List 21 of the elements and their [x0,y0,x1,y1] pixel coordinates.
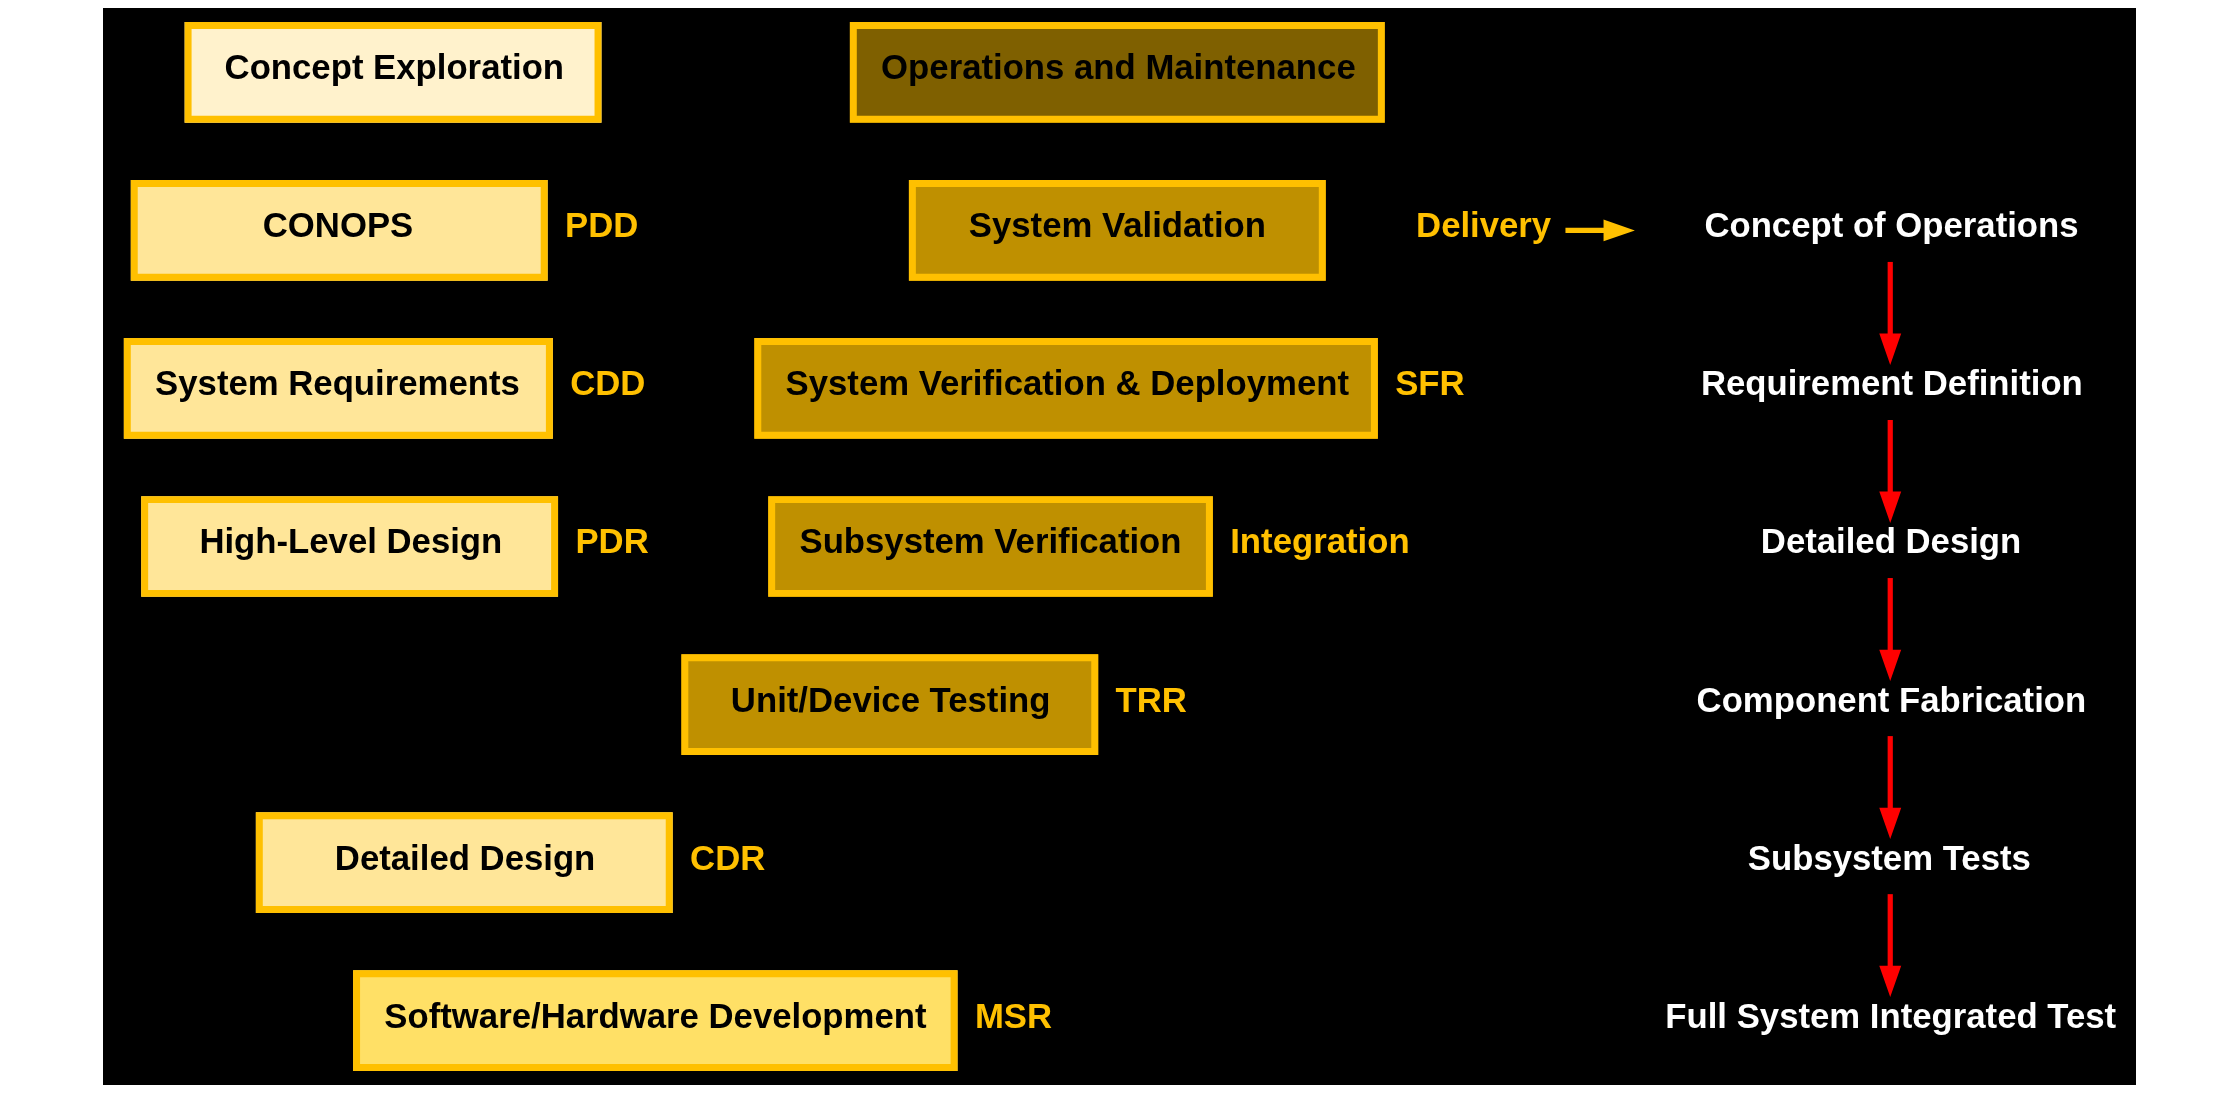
arrow [1878,578,1901,681]
node-text: Requirement Definition [1700,364,2083,403]
node-text: Full System Integrated Test [1664,996,2116,1035]
node-label: CDD [569,364,645,403]
node-label: Integration [1229,522,1410,561]
arrow [1878,420,1901,523]
node-text: Concept of Operations [1703,206,2079,245]
node-label: PDD [564,206,638,245]
node-text: Delivery [1415,206,1551,245]
node-text: Component Fabrication [1696,680,2086,719]
node-text: Subsystem Tests [1747,838,2031,877]
arrow [1564,219,1635,242]
arrow [1878,736,1901,840]
node-label: SFR [1394,364,1465,403]
node-text: Detailed Design [1760,522,2021,561]
arrow [1878,261,1901,365]
node-label: MSR [974,996,1052,1035]
node-label: TRR [1115,680,1187,719]
node-label: PDR [574,522,649,561]
arrow [1878,894,1901,998]
node-label: CDR [689,838,765,877]
